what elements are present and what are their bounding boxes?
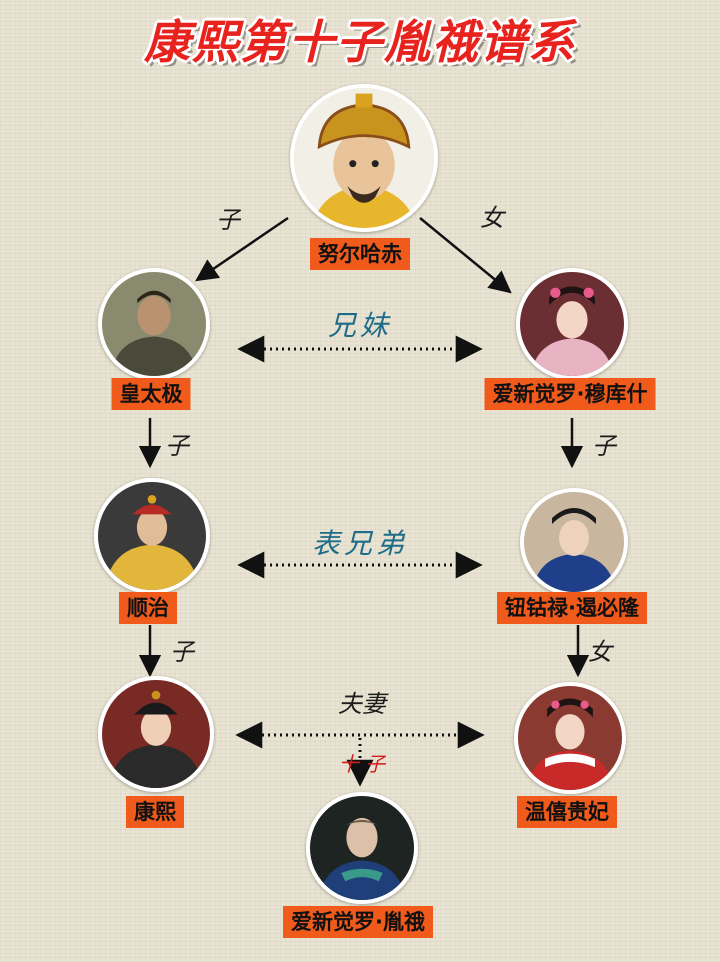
avatar-nurhaci — [290, 84, 438, 232]
relation-son-label: 子 — [165, 432, 189, 460]
portrait-icon — [102, 272, 206, 376]
portrait-icon — [98, 482, 206, 590]
portrait-icon — [102, 680, 210, 788]
person-name-huangtaiji: 皇太极 — [111, 378, 191, 410]
person-name-shunzhi: 顺治 — [119, 592, 177, 624]
avatar-wenxi — [514, 682, 626, 794]
person-name-wenxi: 温僖贵妃 — [517, 796, 617, 828]
relation-cousins-label: 表兄弟 — [311, 527, 409, 560]
avatar-shunzhi — [94, 478, 210, 594]
relation-siblings-label: 兄妹 — [327, 309, 393, 342]
avatar-huangtaiji — [98, 268, 210, 380]
avatar-ebilun — [520, 488, 628, 596]
relation-son-label: 子 — [592, 432, 616, 460]
person-name-mukushi: 爱新觉罗·穆库什 — [484, 378, 656, 410]
portrait-icon — [294, 88, 434, 228]
person-name-yine: 爱新觉罗·胤䄉 — [283, 906, 433, 938]
avatar-yine — [306, 792, 418, 904]
relation-son-label: 子 — [170, 638, 194, 666]
page-title: 康熙第十子胤䄉谱系 — [144, 15, 576, 69]
arrow-nurhaci-huangtaiji — [195, 216, 289, 282]
relation-son-label: 子 — [216, 206, 240, 234]
relation-spouses-label: 夫妻 — [338, 690, 386, 718]
avatar-mukushi — [516, 268, 628, 380]
portrait-icon — [524, 492, 624, 592]
avatar-kangxi — [98, 676, 214, 792]
person-name-kangxi: 康熙 — [126, 796, 184, 828]
relation-daughter-label: 女 — [480, 204, 504, 232]
person-name-nurhaci: 努尔哈赤 — [310, 238, 410, 270]
portrait-icon — [520, 272, 624, 376]
arrow-nurhaci-mukushi — [419, 217, 512, 294]
portrait-icon — [310, 796, 414, 900]
relation-daughter-label: 女 — [588, 638, 612, 666]
relation-tenth-son-label: 十 子 — [338, 752, 386, 776]
portrait-icon — [518, 686, 622, 790]
person-name-ebilun: 钮钴禄·遏必隆 — [497, 592, 647, 624]
